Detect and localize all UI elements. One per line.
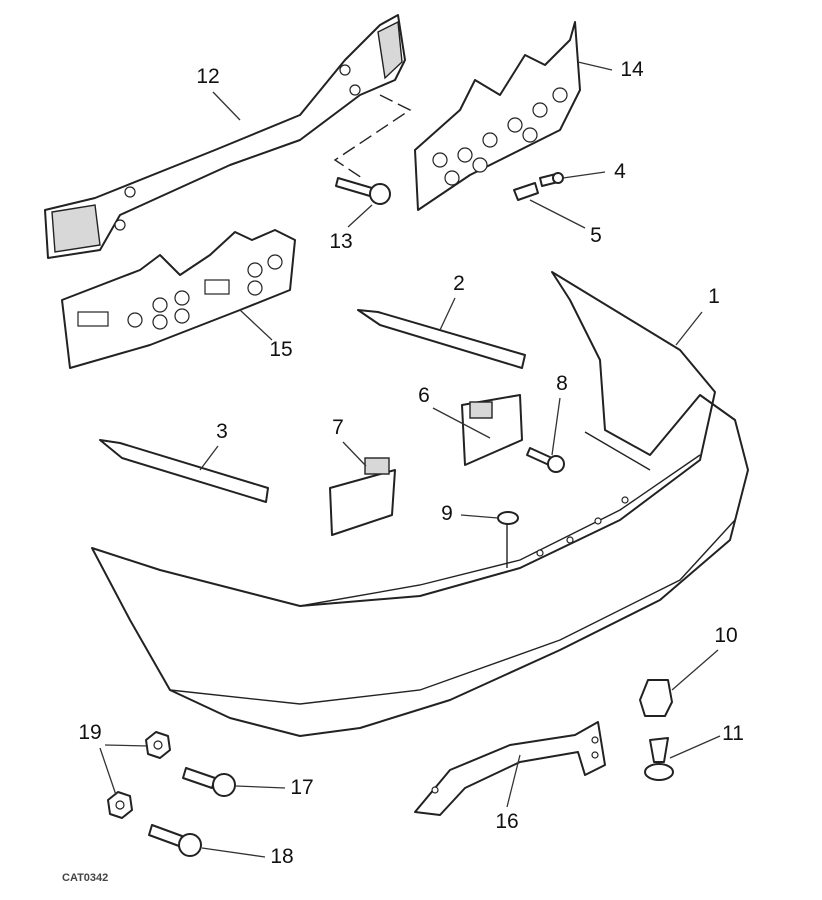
bolt-18: [148, 824, 202, 857]
callout-9: 9: [441, 502, 453, 525]
callout-1: 1: [708, 285, 720, 308]
callout-17: 17: [290, 776, 314, 799]
hanger-bracket: [414, 721, 606, 816]
callout-3: 3: [216, 420, 228, 443]
nut-19-upper: [145, 731, 171, 759]
callout-13: 13: [329, 230, 353, 253]
pin-5: [513, 182, 539, 201]
nut-19-lower: [107, 791, 133, 819]
callout-8: 8: [556, 372, 568, 395]
screw-8: [526, 447, 565, 473]
screw-13: [335, 177, 391, 205]
callout-12: 12: [196, 65, 220, 88]
alignment-dashed-line: [333, 94, 412, 179]
bumper-beam: [44, 14, 406, 259]
callout-10: 10: [714, 624, 738, 647]
side-bracket-left: [99, 439, 269, 503]
leader-lines: [99, 61, 721, 858]
diagram-code: CAT0342: [62, 872, 109, 884]
mounting-bracket-right: [461, 394, 523, 466]
callout-7: 7: [332, 416, 344, 439]
energy-absorber-lower: [61, 229, 296, 369]
bolt-17: [182, 767, 236, 797]
screw-11: [644, 737, 674, 781]
bumper-cover: [91, 271, 749, 737]
callout-19: 19: [78, 721, 102, 744]
callout-4: 4: [614, 160, 626, 183]
mounting-bracket-left: [329, 457, 396, 536]
callout-15: 15: [269, 338, 293, 361]
callout-2: 2: [453, 272, 465, 295]
screw-4: [539, 172, 564, 187]
callout-5: 5: [590, 224, 602, 247]
callout-11: 11: [722, 722, 744, 745]
side-bracket-right: [357, 309, 526, 369]
energy-absorber-upper: [414, 21, 581, 211]
callout-14: 14: [620, 58, 644, 81]
callout-16: 16: [495, 810, 519, 833]
nut-10: [639, 679, 673, 717]
pin-9: [497, 511, 519, 568]
callout-18: 18: [270, 845, 294, 868]
callout-6: 6: [418, 384, 430, 407]
